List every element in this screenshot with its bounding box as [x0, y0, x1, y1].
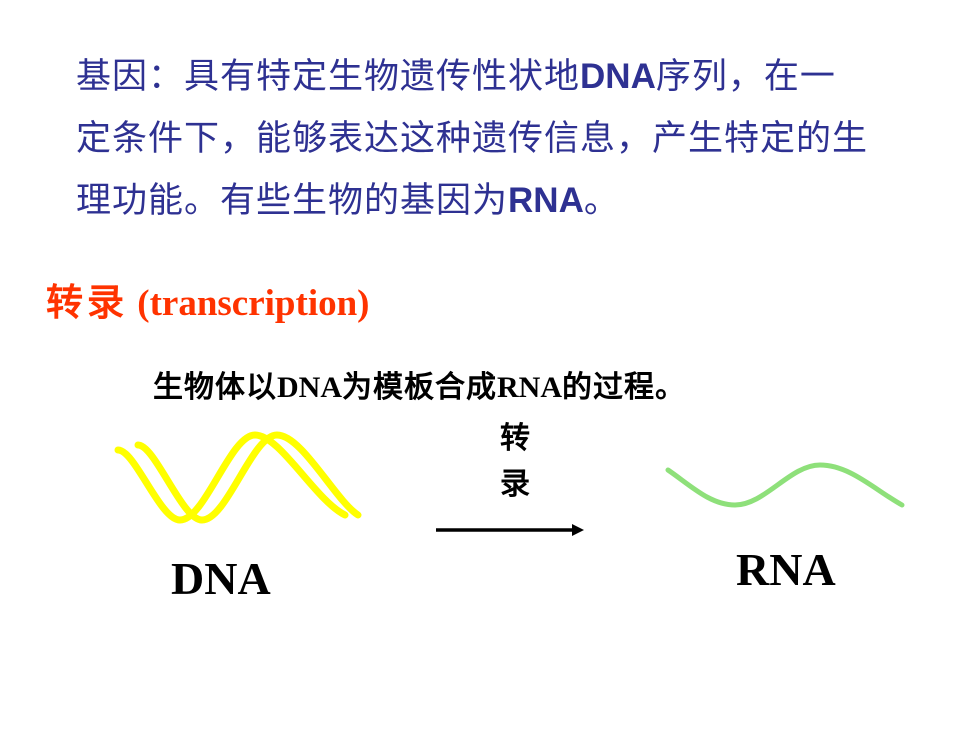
transcription-description: 生物体以DNA为模板合成RNA的过程。: [153, 362, 686, 406]
rna-strand: [665, 462, 905, 508]
right-arrow-icon: [436, 524, 584, 536]
dna-double-helix-graphic: [114, 431, 362, 524]
dna-strand-1: [114, 431, 349, 524]
definition-text: 理功能。有些生物的基因为: [76, 181, 509, 221]
definition-dna-term: DNA: [580, 57, 656, 96]
description-text: 为模板合成: [342, 370, 497, 405]
definition-text: 基因：具有特定生物遗传性状地: [76, 57, 581, 97]
rna-single-strand-graphic: [665, 462, 905, 508]
definition-text: 。: [583, 181, 620, 221]
arrow-head: [572, 524, 584, 536]
rna-label: RNA: [736, 544, 836, 595]
definition-text: 序列，在一: [655, 57, 836, 97]
dna-strand-2: [134, 431, 362, 524]
description-dna-term: DNA: [277, 371, 342, 404]
description-text: 的过程。: [562, 370, 686, 405]
arrow-label-char: 转: [500, 421, 530, 456]
transcription-arrow-label: 转 录: [495, 416, 535, 508]
definition-rna-term: RNA: [508, 181, 584, 220]
arrow-label-char: 录: [500, 467, 530, 502]
heading-english: (transcription): [128, 283, 370, 324]
definition-line-1: 基因：具有特定生物遗传性状地DNA序列，在一: [76, 46, 936, 108]
gene-definition: 基因：具有特定生物遗传性状地DNA序列，在一 定条件下，能够表达这种遗传信息，产…: [76, 46, 936, 232]
dna-label: DNA: [171, 553, 271, 604]
description-text: 生物体以: [153, 370, 277, 405]
heading-chinese: 转录: [46, 280, 128, 324]
definition-line-2: 定条件下，能够表达这种遗传信息，产生特定的生: [76, 119, 869, 159]
transcription-heading: 转录 (transcription): [46, 272, 370, 326]
description-rna-term: RNA: [497, 371, 562, 404]
definition-line-3: 理功能。有些生物的基因为RNA。: [76, 170, 936, 232]
